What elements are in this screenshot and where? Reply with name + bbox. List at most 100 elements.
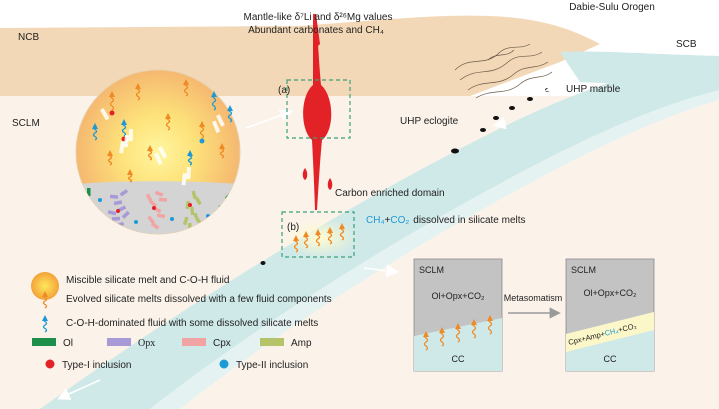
ch4-label: CH₄ [366,215,385,226]
inclusion-dot [170,217,174,221]
mineral-grain [156,213,166,219]
inclusion-dot [116,209,120,213]
melt-glow [282,218,358,258]
fluid-arrow-icon [92,123,98,141]
inset-before: SCLM Ol+Opx+CO₂ CC [413,258,503,372]
uhp-eclogite-label: UHP eclogite [400,116,459,127]
mineral-grain [119,189,129,197]
crystal-fragment [216,114,225,127]
cpx-swatch [182,338,206,346]
subducting-slab [40,56,719,409]
fluid-arrow-icon [327,227,333,245]
fluid-arrow-icon [471,319,477,339]
inset-right-formula: Ol+Opx+CO₂ [583,288,637,298]
magma-conduit [302,14,333,210]
inset-left-sclm: SCLM [419,265,444,275]
top-line2: Abundant carbonates and CH₄ [248,25,384,36]
mineral-grain [113,200,123,206]
inset-left-cc: CC [452,354,465,364]
mineral-grain [194,196,202,206]
fluid-arrow-icon [211,91,217,111]
mineral-grain [111,216,121,221]
panel-b-fluid-arrows [293,223,345,253]
fluid-arrow-icon [187,150,193,166]
opx-swatch [107,338,131,346]
type2-label: Type-II inclusion [236,360,308,371]
fluid-arrow-icon [109,91,115,116]
fluid-arrow-icon [339,223,345,241]
type1-label: Type-I inclusion [62,360,131,371]
inclusion-dot [188,203,192,207]
mineral-grain [109,194,119,199]
cpx-label: Cpx [213,338,231,349]
orogen-label: Dabie-Sulu Orogen [569,2,655,13]
inset-after: SCLM Ol+Opx+CO₂ Cpx+Amp+CH₄+CO₂ CC [565,258,655,372]
panel-a-box [286,79,351,139]
crystal-fragment [158,146,168,159]
fluid-arrow-icon [455,323,461,343]
legend-evolved-text: Evolved silicate melts dissolved with a … [66,294,332,305]
mineral-grain [87,188,91,196]
orogen-fold-lines [454,43,553,99]
fluid-arrow-icon [127,169,133,183]
crystal-fragment [212,120,221,134]
legend-coh-text: C-O-H-dominated fluid with some dissolve… [66,318,318,329]
metasomatism-label: Metasomatism [504,293,563,303]
fluid-arrow-icon [147,145,153,161]
crystal-fragment [186,167,191,180]
crust-layer [0,0,719,60]
fluid-arrows [92,79,233,186]
fluid-arrow-icon [107,150,113,166]
inclusion-dot [98,198,102,202]
ol-label: Ol [63,338,73,349]
ol-swatch [32,338,56,346]
inclusion-dot [152,206,156,210]
scb-label: SCB [676,39,697,50]
mineral-grain [149,199,158,208]
mineral-grain [185,200,191,210]
legend-melt-text: Miscible silicate melt and C-O-H fluid [66,275,229,286]
panel-b-box [281,211,355,258]
legend: Miscible silicate melt and C-O-H fluid E… [31,272,332,371]
mineral-grain [121,210,130,219]
slab-light-band [150,90,719,409]
inset-right-cc: CC [604,354,617,364]
leader-arrows [57,81,565,400]
panel-b-label: (b) [287,222,299,233]
legend-melt-icon [31,272,59,300]
fluid-arrow-icon [165,113,171,131]
fluid-arrow-icon [315,229,321,247]
crystal-fragment [99,108,110,121]
top-line1: Mantle-like δ⁷Li and δ²⁶Mg values [244,12,393,23]
fluid-arrow-icon [293,235,299,253]
co2-label: CO₂ [390,215,409,226]
type1-dot [45,359,55,369]
fluid-arrow-icon [303,231,309,249]
fluid-arrow-icon [183,79,189,97]
amp-swatch [260,338,284,346]
fluid-arrow-icon [42,291,48,309]
fluid-arrow-icon [439,327,445,347]
mineral-grain [147,215,156,225]
amp-label: Amp [291,338,312,349]
inset-right-sclm: SCLM [571,265,596,275]
inset-left-arrows [423,315,493,351]
mineral-grain [150,222,160,230]
mineral-grain [158,197,168,202]
mineral-grain [191,190,197,200]
crystal-fragment [181,172,187,186]
crystal-fragment [123,135,129,148]
type2-dot [219,359,229,369]
mineral-grain [182,216,189,226]
mineral-grain [193,212,200,222]
inclusion-dot [134,220,138,224]
mineral-grain [154,190,164,197]
fluid-arrow-icon [487,315,493,335]
fluid-arrow-icon [199,121,205,144]
crystal-fragment [128,129,133,142]
crystal-fragment [154,152,163,165]
carbon-domain-label: Carbon enriched domain [335,188,445,199]
